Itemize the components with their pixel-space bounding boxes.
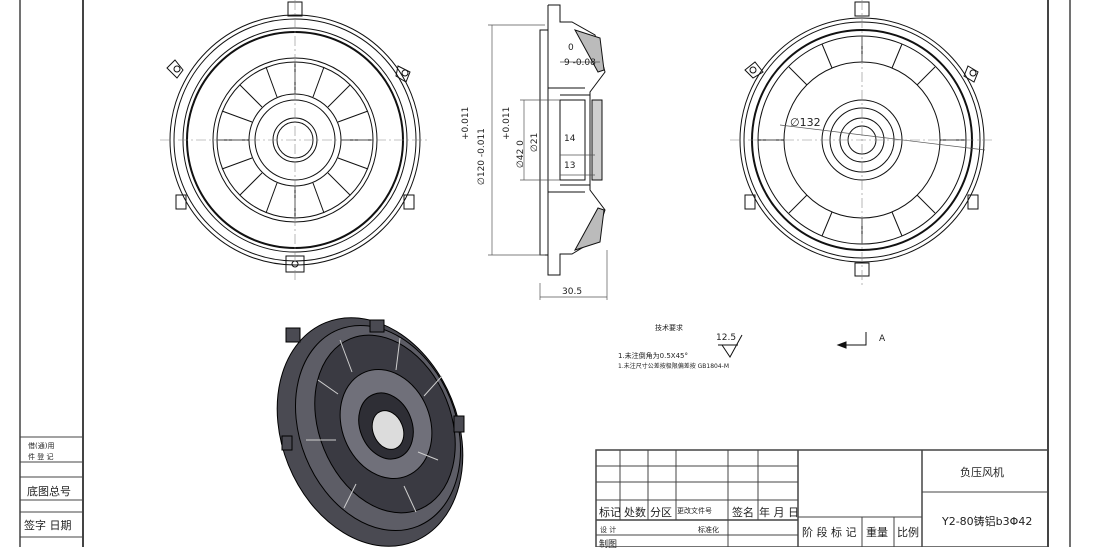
dim-9-tol: 9 -0.08 (564, 58, 596, 68)
roughness-value: 12.5 (716, 333, 737, 343)
left-strip-row2: 底图总号 (27, 485, 71, 498)
left-strip-row1-line1: 借(通)用 (28, 442, 55, 450)
dim-42: ∅42 0 (516, 140, 526, 168)
tb-header-zone: 分区 (650, 506, 672, 519)
tb-weight: 重量 (866, 526, 888, 539)
dim-120: ∅120 -0.011 (477, 128, 487, 185)
tb-header-sign: 签名 (732, 506, 754, 519)
dim-120-upper: +0.011 (461, 106, 471, 140)
dim-30-5: 30.5 (562, 287, 583, 297)
rear-view (730, 0, 995, 285)
tb-scale: 比例 (897, 526, 919, 539)
tb-material: Y2-80铸铝b3Φ42 (942, 515, 1033, 528)
sheet-frame (19, 0, 1071, 547)
dim-0: 0 (568, 43, 574, 53)
side-section-view (488, 4, 608, 300)
tech-notes-title: 技术要求 (655, 324, 683, 332)
dim-42-upper: +0.011 (502, 106, 512, 140)
title-block-grid (595, 449, 1049, 547)
front-view (160, 0, 430, 280)
tb-draw: 制图 (599, 540, 618, 550)
tech-note-1: 1.未注倒角为0.5X45° (618, 352, 689, 360)
dim-21: ∅21 (530, 132, 540, 152)
tb-header-change-doc: 更改文件号 (677, 507, 712, 515)
left-strip-row3: 签字 日期 (24, 519, 72, 532)
tb-standard: 标准化 (698, 526, 719, 534)
roughness-symbol (718, 334, 743, 358)
section-arrow (836, 332, 867, 349)
dim-13: 13 (564, 161, 576, 171)
tech-note-2: 1.未注尺寸公差按极限偏差按 GB1804-M (618, 363, 730, 370)
tb-design: 设 计 (600, 526, 617, 534)
isometric-view (276, 317, 465, 547)
section-label: A (879, 334, 886, 344)
tb-header-count: 处数 (624, 506, 646, 519)
dim-132: ∅132 (790, 116, 821, 129)
tb-drawing-title: 负压风机 (960, 466, 1004, 479)
tb-header-date: 年 月 日 (759, 506, 799, 519)
left-strip-row1-line2: 件 登 记 (28, 453, 54, 461)
tb-header-mark: 标记 (599, 506, 621, 519)
tb-stage: 阶 段 标 记 (802, 526, 857, 539)
dim-14: 14 (564, 134, 576, 144)
